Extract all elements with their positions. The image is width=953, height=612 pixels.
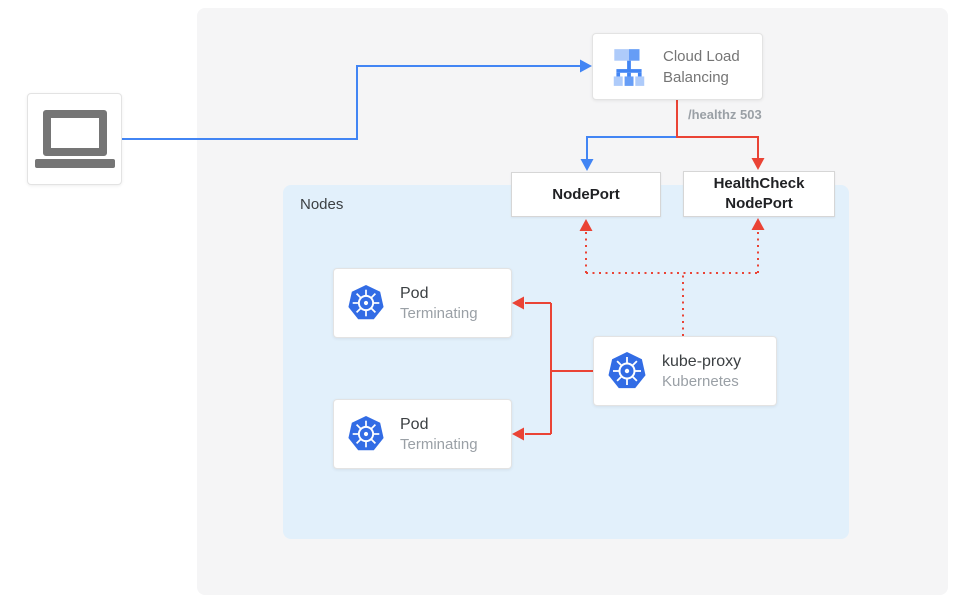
pod-node-2: Pod Terminating	[333, 399, 512, 469]
healthcheck-nodeport-node: HealthCheck NodePort	[683, 171, 835, 217]
client-node	[27, 93, 122, 185]
kube-proxy-title: kube-proxy	[662, 352, 742, 370]
pod-status: Terminating	[400, 435, 478, 453]
cloud-load-balancing-label: Cloud Load Balancing	[663, 47, 740, 86]
nodeport-node: NodePort	[511, 172, 661, 217]
pod-status: Terminating	[400, 304, 478, 322]
cloud-load-balancing-icon	[613, 48, 645, 86]
healthz-status-label: /healthz 503	[688, 107, 762, 122]
nodes-label: Nodes	[300, 196, 344, 213]
kubernetes-icon	[608, 352, 646, 389]
kubernetes-icon	[348, 415, 384, 451]
pod-title: Pod	[400, 284, 429, 302]
kube-proxy-node: kube-proxy Kubernetes	[593, 336, 777, 406]
laptop-icon	[34, 110, 115, 168]
kube-proxy-subtitle: Kubernetes	[662, 372, 739, 390]
cloud-load-balancing-node: Cloud Load Balancing	[592, 33, 763, 100]
pod-title: Pod	[400, 415, 429, 433]
kubernetes-icon	[348, 284, 384, 320]
laptop-base	[34, 159, 115, 168]
pod-node-1: Pod Terminating	[333, 268, 512, 338]
laptop-screen	[42, 110, 107, 156]
